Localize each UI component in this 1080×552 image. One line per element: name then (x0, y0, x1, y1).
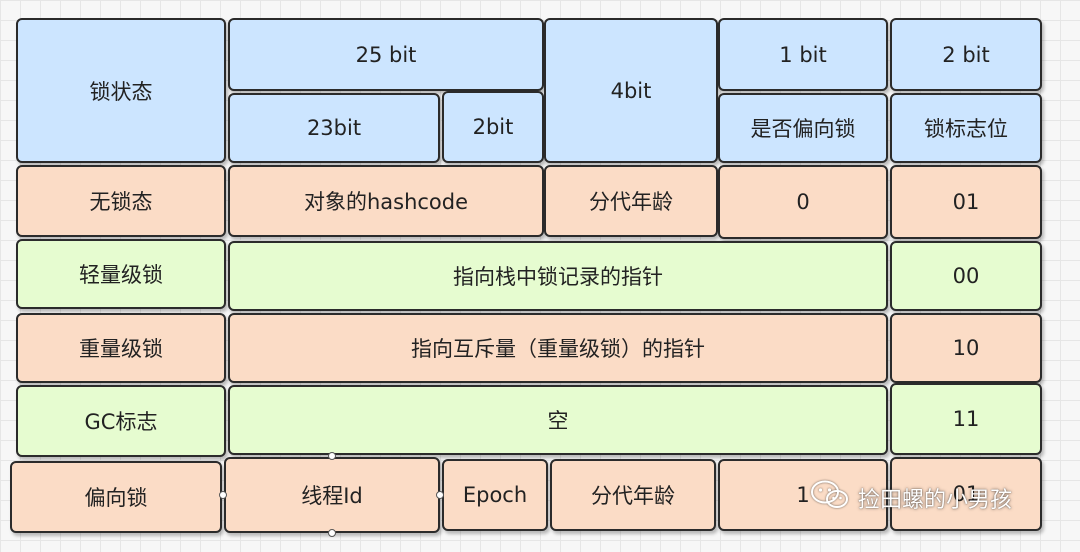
row-biased-state-label: 偏向锁 (84, 486, 148, 510)
row-lightweight-flag: 00 (890, 241, 1042, 311)
row-heavyweight-pointer: 指向互斥量（重量级锁）的指针 (228, 313, 888, 383)
header-4bit-label: 4bit (610, 78, 652, 103)
row-heavyweight-state: 重量级锁 (16, 313, 226, 383)
wechat-icon (810, 479, 850, 517)
row-unlocked-hashcode-label: 对象的hashcode (303, 190, 469, 214)
header-is-biased-label: 是否偏向锁 (750, 117, 856, 141)
resize-handle-top[interactable] (328, 452, 336, 460)
row-heavyweight-flag: 10 (890, 313, 1042, 383)
row-biased-thread-id-label: 线程Id (301, 484, 363, 508)
row-unlocked-age: 分代年龄 (544, 165, 718, 237)
header-2bit-hash-label: 2bit (472, 115, 514, 139)
row-biased-epoch-label: Epoch (462, 483, 528, 507)
header-1bit: 1 bit (718, 18, 888, 91)
row-biased-thread-id[interactable]: 线程Id (224, 457, 440, 533)
header-4bit: 4bit (544, 18, 718, 163)
header-2bit: 2 bit (890, 18, 1042, 91)
row-gc-state-label: GC标志 (84, 410, 158, 434)
row-unlocked-biased-label: 0 (796, 190, 810, 214)
row-biased-state: 偏向锁 (10, 461, 222, 533)
header-23bit-label: 23bit (306, 116, 362, 140)
resize-handle-bottom[interactable] (328, 529, 336, 537)
header-lock-state: 锁状态 (16, 18, 226, 163)
header-lock-flag-label: 锁标志位 (924, 117, 1008, 141)
resize-handle-right[interactable] (436, 491, 444, 499)
row-unlocked-hashcode: 对象的hashcode (228, 165, 544, 237)
row-heavyweight-pointer-label: 指向互斥量（重量级锁）的指针 (411, 337, 705, 361)
watermark: 捡田螺的小男孩 (810, 478, 1012, 518)
row-biased-flag-label: 01 (952, 482, 980, 506)
row-heavyweight-flag-label: 10 (952, 336, 980, 360)
header-lock-flag: 锁标志位 (890, 93, 1042, 163)
header-2bit-hash: 2bit (442, 91, 544, 163)
header-lock-state-label: 锁状态 (89, 79, 153, 104)
row-heavyweight-state-label: 重量级锁 (79, 337, 163, 361)
row-lightweight-state: 轻量级锁 (16, 239, 226, 309)
row-unlocked-state: 无锁态 (16, 165, 226, 237)
row-lightweight-state-label: 轻量级锁 (79, 263, 163, 287)
row-unlocked-flag: 01 (890, 165, 1042, 239)
row-gc-content: 空 (228, 385, 888, 455)
watermark-text: 捡田螺的小男孩 (858, 488, 1013, 513)
row-biased-epoch: Epoch (442, 459, 548, 531)
row-biased-flag: 01 (890, 457, 1042, 531)
row-biased-age: 分代年龄 (550, 459, 716, 531)
resize-handle-left[interactable] (219, 491, 227, 499)
row-biased-biased: 1 (718, 459, 888, 531)
row-unlocked-state-label: 无锁态 (89, 190, 153, 214)
row-gc-state: GC标志 (16, 385, 226, 457)
header-is-biased: 是否偏向锁 (718, 93, 888, 163)
header-23bit: 23bit (228, 93, 440, 163)
row-gc-content-label: 空 (547, 409, 569, 433)
header-1bit-label: 1 bit (779, 42, 827, 67)
row-unlocked-flag-label: 01 (952, 190, 980, 214)
row-gc-flag: 11 (890, 383, 1042, 455)
row-lightweight-pointer: 指向栈中锁记录的指针 (228, 241, 888, 311)
row-lightweight-flag-label: 00 (952, 264, 980, 288)
header-2bit-label: 2 bit (942, 42, 990, 67)
header-25bit-label: 25 bit (355, 42, 417, 67)
row-lightweight-pointer-label: 指向栈中锁记录的指针 (453, 265, 663, 289)
row-unlocked-biased: 0 (718, 165, 888, 239)
row-gc-flag-label: 11 (952, 407, 980, 431)
row-unlocked-age-label: 分代年龄 (589, 190, 673, 214)
row-biased-biased-label: 1 (796, 483, 810, 507)
row-biased-age-label: 分代年龄 (591, 484, 675, 508)
header-25bit: 25 bit (228, 18, 544, 91)
